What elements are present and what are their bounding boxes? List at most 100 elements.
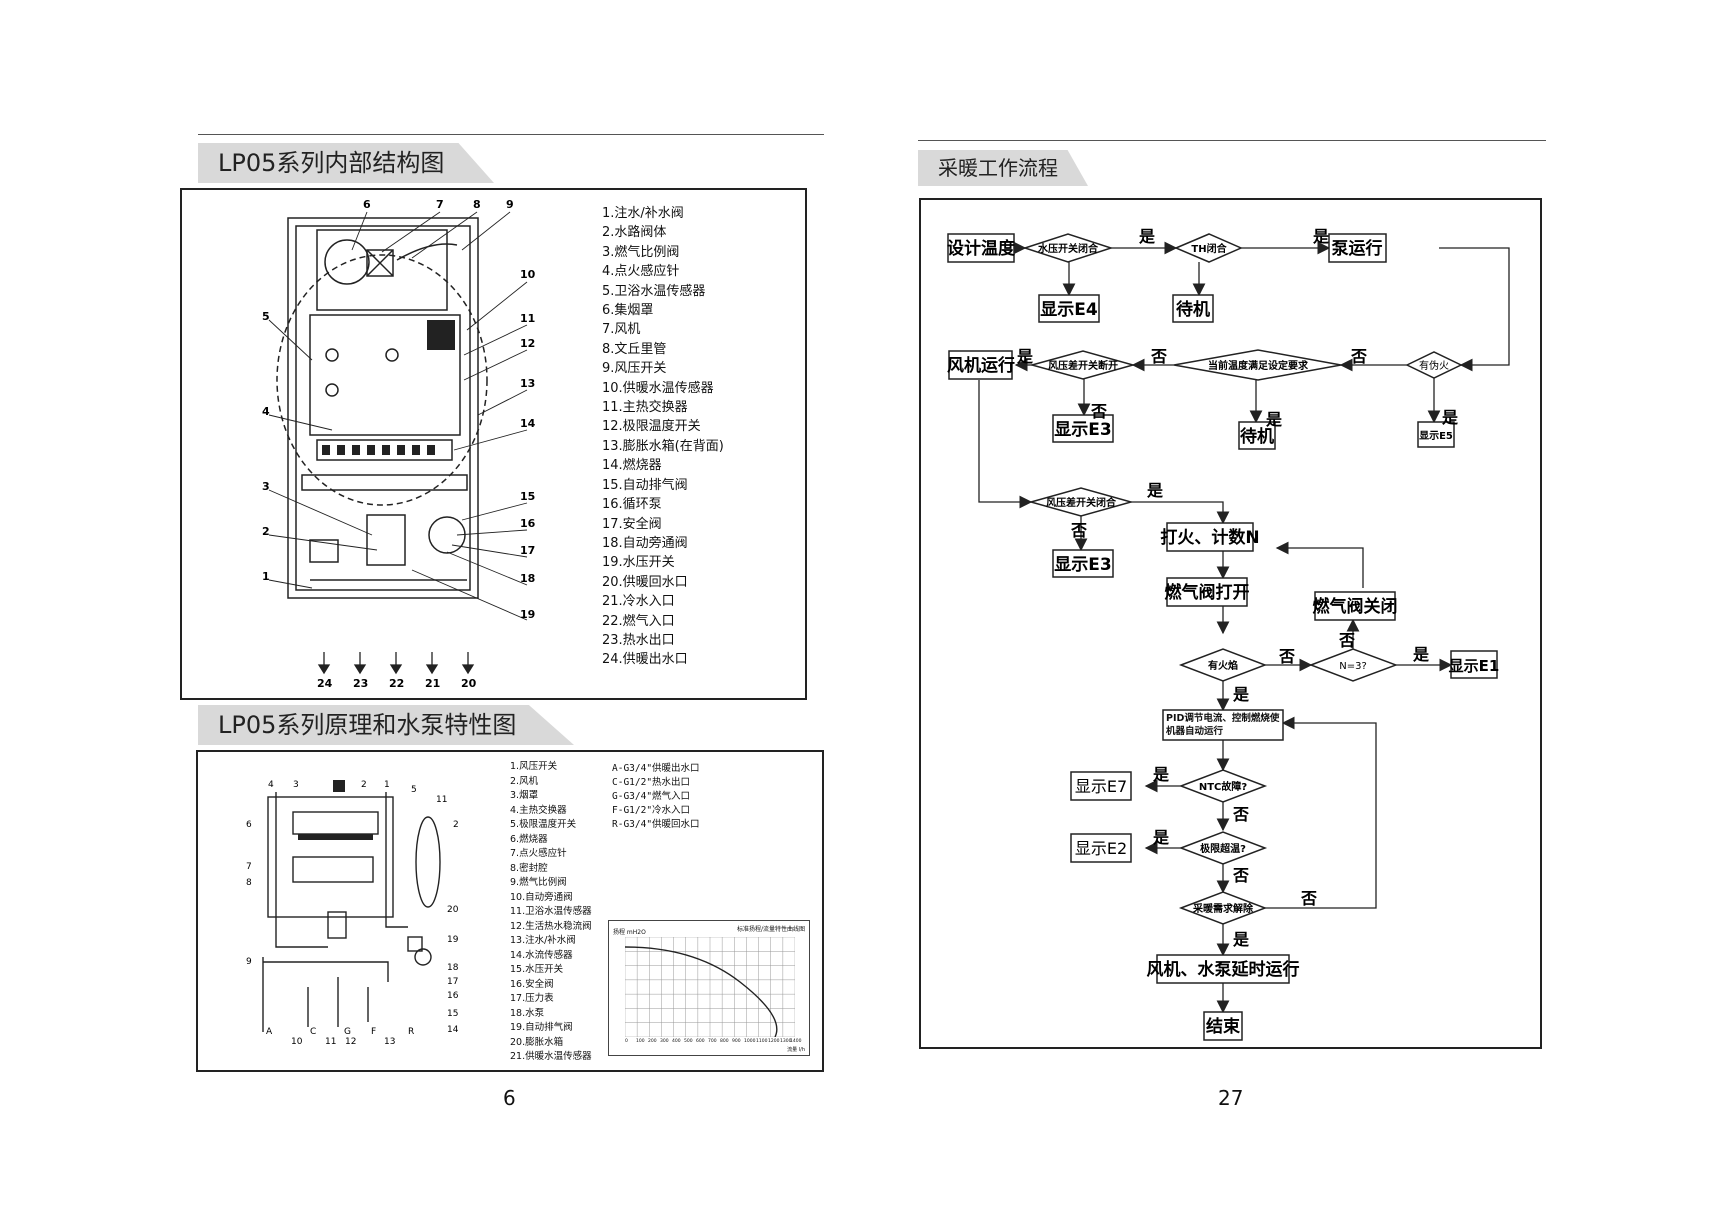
list-item: A-G3/4"供暖出水口: [612, 763, 700, 774]
callout-bottom: 24: [317, 677, 333, 690]
node-show-e3-a: 显示E3: [1054, 420, 1111, 440]
list-item: 3.燃气比例阀: [602, 244, 680, 260]
tick-label: 300: [660, 1039, 669, 1044]
page-number-right: 27: [1218, 1086, 1244, 1110]
tick-label: 200: [648, 1039, 657, 1044]
callout-right: 18: [520, 572, 535, 585]
principle-diagram: 4 3 2 1 5 11 21 6 7 8 9 20 19 18 17 16 1…: [246, 780, 458, 1047]
principle-callout: 17: [447, 977, 458, 987]
label-yes: 是: [1232, 930, 1249, 949]
list-item: 14.水流传感器: [510, 949, 573, 961]
list-item: 13.膨胀水箱(在背面): [602, 438, 724, 454]
principle-callout: 11: [436, 795, 447, 805]
pump-chart-plot: [625, 937, 795, 1037]
callout-right: 10: [520, 268, 536, 281]
node-air-pressure-open: 风压差开关断开: [1048, 359, 1118, 372]
section-title-structure: LP05系列内部结构图: [198, 143, 494, 183]
principle-callout: 9: [246, 957, 252, 967]
list-item: 1.注水/补水阀: [602, 206, 684, 221]
principle-callout: C: [310, 1027, 316, 1037]
principle-callout: 16: [447, 991, 458, 1001]
list-item: 6.集烟罩: [602, 303, 654, 319]
structure-parts-list: 1.注水/补水阀 2.水路阀体 3.燃气比例阀 4.点火感应针 5.卫浴水温传感…: [602, 204, 724, 670]
pump-chart-xlabel: 流量 l/h: [787, 1047, 805, 1053]
node-show-e2: 显示E2: [1075, 839, 1127, 858]
principle-callout: 10: [291, 1037, 303, 1047]
node-heat-off: 采暖需求解除: [1192, 902, 1254, 915]
callout-right: 15: [520, 490, 535, 503]
callout-bottom: 23: [353, 677, 368, 690]
list-item: 23.热水出口: [602, 632, 675, 648]
tick-label: 800: [720, 1039, 729, 1044]
callout-right: 14: [520, 417, 536, 430]
node-n3: N=3?: [1339, 661, 1367, 672]
principle-parts-list: 1.风压开关 2.风机 3.烟罩 4.主热交换器 5.极限温度开关 6.燃烧器 …: [510, 760, 592, 1065]
node-show-e5: 显示E5: [1419, 430, 1453, 442]
node-pid: PID调节电流、控制燃烧使机器自动运行: [1166, 713, 1280, 737]
principle-callout: 7: [246, 862, 252, 872]
callout-bottom: 22: [389, 677, 404, 690]
flowchart-frame: 设计温度 水压开关闭合 TH闭合 泵运行 显示E4 待机 风机运行 风压差开关断…: [919, 198, 1542, 1049]
list-item: 7.点火感应针: [510, 848, 567, 859]
list-item: G-G3/4"燃气入口: [612, 791, 691, 802]
list-item: 13.注水/补水阀: [510, 935, 576, 946]
callout-left: 2: [262, 525, 270, 538]
list-item: 22.燃气入口: [602, 613, 675, 629]
list-item: 4.主热交换器: [510, 804, 567, 816]
callout-top: 7: [436, 198, 444, 211]
label-no: 否: [1278, 647, 1295, 666]
principle-callout: 19: [447, 935, 458, 945]
tick-label: 900: [732, 1039, 741, 1044]
callout-top: 8: [473, 198, 481, 211]
node-water-pressure-switch: 水压开关闭合: [1037, 242, 1099, 255]
list-item: 12.极限温度开关: [602, 419, 701, 435]
node-air-pressure-closed: 风压差开关闭合: [1046, 496, 1117, 509]
principle-callout: 5: [411, 785, 417, 795]
list-item: 15.自动排气阀: [602, 477, 688, 493]
label-no: 否: [1150, 347, 1167, 366]
node-current-temp: 当前温度满足设定要求: [1208, 359, 1309, 372]
node-end: 结束: [1206, 1016, 1240, 1037]
list-item: 9.燃气比例阀: [510, 877, 567, 888]
list-item: 15.水压开关: [510, 964, 564, 975]
top-rule-right: [918, 140, 1546, 141]
label-no: 否: [1338, 631, 1355, 650]
label-no: 否: [1070, 521, 1087, 540]
principle-callout: F: [371, 1027, 376, 1037]
list-item: 16.循环泵: [602, 497, 662, 513]
callout-right: 12: [520, 337, 535, 350]
callout-right: 16: [520, 517, 536, 530]
callout-right: 11: [520, 312, 535, 325]
label-yes: 是: [1146, 481, 1163, 500]
list-item: 4.点火感应针: [602, 264, 680, 280]
pump-chart-ylabel: 扬程 mH2O: [613, 929, 646, 936]
list-item: 5.极限温度开关: [510, 819, 577, 830]
tick-label: 500: [684, 1039, 693, 1044]
label-no: 否: [1300, 889, 1317, 908]
node-show-e3-b: 显示E3: [1054, 555, 1111, 575]
principle-callout: 8: [246, 878, 252, 888]
principle-callout: 13: [384, 1037, 395, 1047]
principle-callout: 6: [246, 820, 252, 830]
list-item: 6.燃烧器: [510, 833, 548, 845]
principle-callout: 21: [453, 820, 458, 830]
node-fan-run: 风机运行: [947, 355, 1015, 376]
tick-label: 1400: [790, 1039, 802, 1044]
callout-left: 4: [262, 405, 270, 418]
node-show-e7: 显示E7: [1075, 777, 1127, 796]
node-fake-fire: 有伪火: [1419, 359, 1449, 372]
list-item: 19.水压开关: [602, 555, 675, 571]
principle-callout: A: [266, 1027, 273, 1037]
principle-callout: 12: [345, 1037, 356, 1047]
list-item: 12.生活热水稳流阀: [510, 920, 592, 932]
list-item: 9.风压开关: [602, 361, 667, 377]
node-show-e4: 显示E4: [1040, 300, 1098, 320]
label-yes: 是: [1265, 410, 1282, 429]
label-yes: 是: [1152, 765, 1169, 784]
tick-label: 1200: [768, 1039, 780, 1044]
label-no: 否: [1232, 805, 1249, 824]
list-item: 21.冷水入口: [602, 594, 675, 610]
list-item: C-G1/2"热水出口: [612, 777, 691, 788]
list-item: 16.安全阀: [510, 978, 554, 990]
list-item: 8.密封腔: [510, 862, 548, 874]
